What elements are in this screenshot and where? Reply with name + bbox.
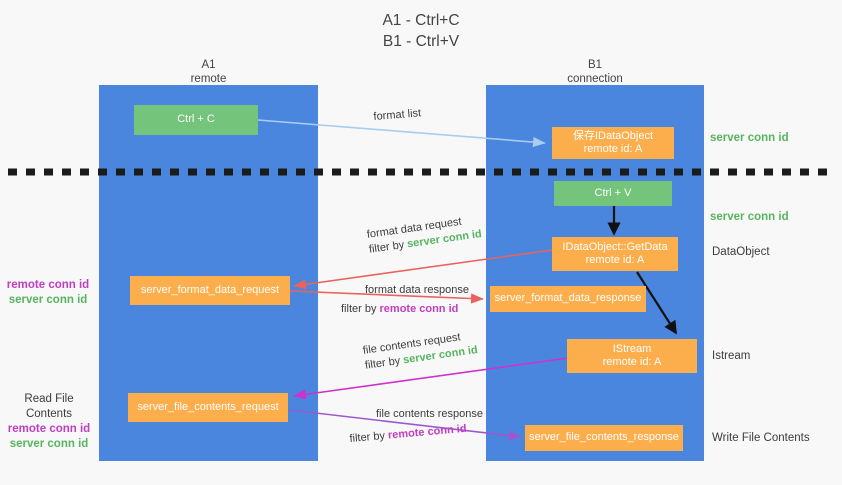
column-a1-name: A1 xyxy=(201,59,216,71)
box-ctrl-c[interactable]: Ctrl + C xyxy=(134,105,258,135)
box-save-idataobject-line2: remote id: A xyxy=(583,143,643,155)
column-b1-name: B1 xyxy=(587,59,603,71)
box-istream[interactable]: IStream remote id: A xyxy=(567,339,697,373)
box-server-format-data-response[interactable]: server_format_data_response xyxy=(490,286,646,312)
left-label-read-file-contents: Read File Contents xyxy=(24,393,74,420)
column-b1-sub: connection xyxy=(567,73,623,85)
right-label-server-conn-id-top: server conn id xyxy=(710,132,789,144)
edge-label-file-contents-response: file contents response xyxy=(376,407,483,422)
box-server-format-data-request-label: server_format_data_request xyxy=(140,283,280,296)
right-label-istream: Istream xyxy=(712,350,751,362)
box-istream-line1: IStream xyxy=(612,342,652,355)
box-server-format-data-response-label: server_format_data_response xyxy=(494,292,642,305)
edge-label-format-data-response-title: format data response xyxy=(365,284,469,296)
filter-prefix: filter by xyxy=(364,354,405,372)
edge-label-format-list-text: format list xyxy=(373,107,422,123)
left-label-remote-conn-id: remote conn id xyxy=(7,423,91,435)
title-line-1: A1 - Ctrl+C xyxy=(382,12,460,29)
box-server-file-contents-response-label: server_file_contents_response xyxy=(529,431,679,444)
right-label-server-conn-id-second: server conn id xyxy=(710,211,789,223)
filter-prefix: filter by xyxy=(349,429,389,445)
left-label-read-file-contents-group: Read File Contents remote conn id server… xyxy=(0,392,98,452)
right-label-write-file-contents: Write File Contents xyxy=(712,432,810,444)
diagram-title: A1 - Ctrl+C B1 - Ctrl+V xyxy=(0,10,842,52)
right-label-dataobject: DataObject xyxy=(712,246,770,258)
column-header-b1: B1 connection xyxy=(486,58,704,86)
edge-label-file-contents-response-filter: filter by remote conn id xyxy=(349,422,467,447)
column-a1-sub: remote xyxy=(190,73,227,85)
box-server-format-data-request[interactable]: server_format_data_request xyxy=(130,276,290,305)
edge-label-format-data-response-filter: filter by remote conn id xyxy=(341,302,469,317)
left-label-server-conn-id: server conn id xyxy=(8,294,88,306)
edge-label-format-data-response: format data response filter by remote co… xyxy=(341,283,469,317)
box-getdata-line1: IDataObject::GetData xyxy=(562,240,668,253)
left-label-server-conn-id: server conn id xyxy=(9,438,89,450)
edge-label-format-data-request: format data request filter by server con… xyxy=(366,212,483,258)
filter-prefix: filter by xyxy=(341,303,380,315)
filter-prefix: filter by xyxy=(368,238,409,256)
edge-label-file-contents-response-title: file contents response xyxy=(376,408,484,420)
column-header-a1: A1 remote xyxy=(99,58,318,86)
left-label-format-conn-ids: remote conn id server conn id xyxy=(0,278,96,308)
box-server-file-contents-response[interactable]: server_file_contents_response xyxy=(525,425,683,451)
box-server-file-contents-request-label: server_file_contents_request xyxy=(137,400,279,413)
box-getdata-line2: remote id: A xyxy=(585,254,645,266)
box-server-file-contents-request[interactable]: server_file_contents_request xyxy=(128,393,288,422)
filter-key-remote-conn-id: remote conn id xyxy=(387,422,468,442)
box-ctrl-v[interactable]: Ctrl + V xyxy=(554,181,672,206)
box-ctrl-c-label: Ctrl + C xyxy=(177,113,215,126)
edge-label-format-list: format list xyxy=(373,106,422,125)
edge-label-file-contents-request: file contents request filter by server c… xyxy=(362,328,479,374)
box-save-idataobject[interactable]: 保存IDataObject remote id: A xyxy=(552,127,674,159)
filter-key-remote-conn-id: remote conn id xyxy=(379,303,459,315)
title-line-2: B1 - Ctrl+V xyxy=(382,33,460,50)
box-ctrl-v-label: Ctrl + V xyxy=(594,186,632,199)
box-getdata[interactable]: IDataObject::GetData remote id: A xyxy=(552,237,678,271)
box-save-idataobject-line1: 保存IDataObject xyxy=(572,129,654,142)
left-label-remote-conn-id: remote conn id xyxy=(6,279,90,291)
box-istream-line2: remote id: A xyxy=(602,356,662,368)
